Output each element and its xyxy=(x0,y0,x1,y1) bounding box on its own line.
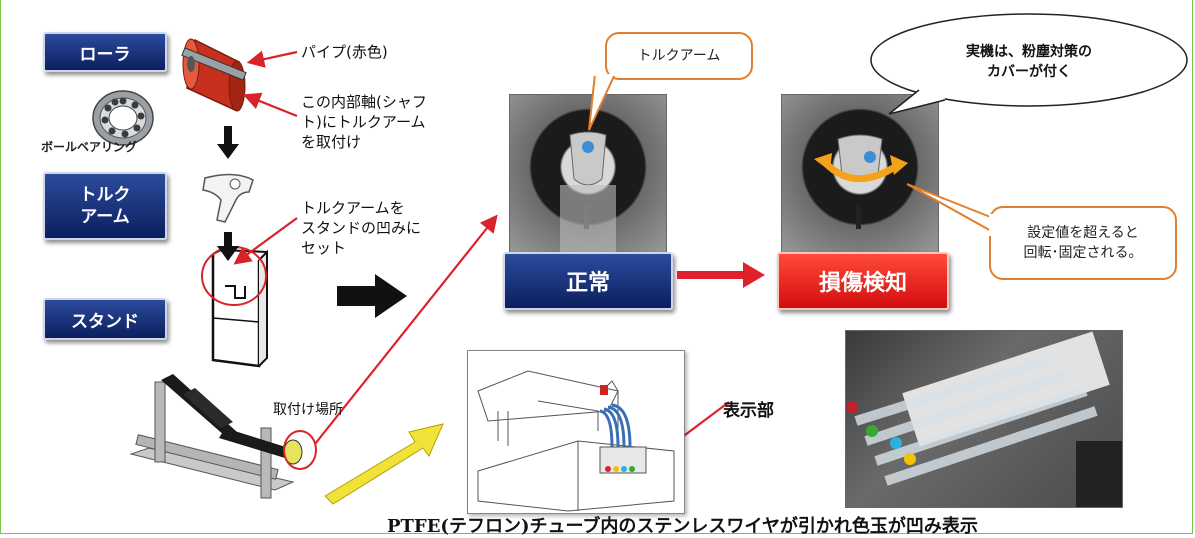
yellow-arrow-icon xyxy=(324,423,444,505)
roller-badge: ローラ xyxy=(43,32,167,72)
normal-status-badge: 正常 xyxy=(503,252,673,310)
damage-status-label: 損傷検知 xyxy=(818,271,907,296)
damage-status-badge: 損傷検知 xyxy=(777,252,949,310)
speech-bubble xyxy=(870,13,1188,115)
normal-photo xyxy=(509,94,667,256)
torque-arm-badge: トルク アーム xyxy=(43,172,167,240)
rotate-callout-text: 設定値を超えると 回転･固定される。 xyxy=(1023,225,1143,261)
torque-arm-callout-pointer xyxy=(588,74,617,131)
roller-pipe-drawing xyxy=(181,38,247,112)
ball-bearing-icon xyxy=(92,90,154,146)
torque-arm-badge-label: トルク アーム xyxy=(79,185,131,227)
right-arrow-icon xyxy=(337,274,407,318)
shaft-annotation: この内部軸(シャフ ト)にトルクアーム を取付け xyxy=(301,93,427,151)
red-arrow-icon xyxy=(677,262,765,288)
rotate-callout-pointer xyxy=(906,183,997,236)
normal-status-label: 正常 xyxy=(565,271,610,296)
conveyor-idler-drawing xyxy=(129,374,303,499)
torque-arm-drawing xyxy=(202,173,254,223)
display-tubes-drawing xyxy=(846,331,1122,507)
conveyor-schematic xyxy=(467,350,685,514)
pipe-annotation: パイプ(赤色) xyxy=(301,43,388,61)
ball-bearing-label: ボールベアリング xyxy=(41,140,138,154)
speech-bubble-text: 実機は、粉塵対策の カバーが付く xyxy=(966,44,1092,80)
damage-rotation-arrow-drawing xyxy=(814,134,908,229)
schematic-drawing xyxy=(477,370,675,512)
stand-badge-label: スタンド xyxy=(71,311,139,332)
stand-badge: スタンド xyxy=(43,298,167,340)
normal-torque-arm-drawing xyxy=(560,131,616,255)
bottom-caption: PTFE(テフロン)チューブ内のステンレスワイヤが引かれ色玉が凹み表示 xyxy=(387,516,978,537)
set-arm-annotation: トルクアームを スタンドの凹みに セット xyxy=(301,199,422,257)
mount-location-label: 取付け場所 xyxy=(273,402,343,418)
mount-location-highlight-circle xyxy=(283,430,317,470)
down-arrow-icon xyxy=(217,126,239,159)
rotate-callout: 設定値を超えると 回転･固定される。 xyxy=(989,206,1177,280)
torque-arm-callout-text: トルクアーム xyxy=(637,48,721,64)
torque-arm-callout: トルクアーム xyxy=(605,32,753,80)
stand-drawing xyxy=(211,248,268,368)
display-photo xyxy=(845,330,1123,508)
display-part-label: 表示部 xyxy=(723,401,774,421)
roller-badge-label: ローラ xyxy=(79,44,131,65)
